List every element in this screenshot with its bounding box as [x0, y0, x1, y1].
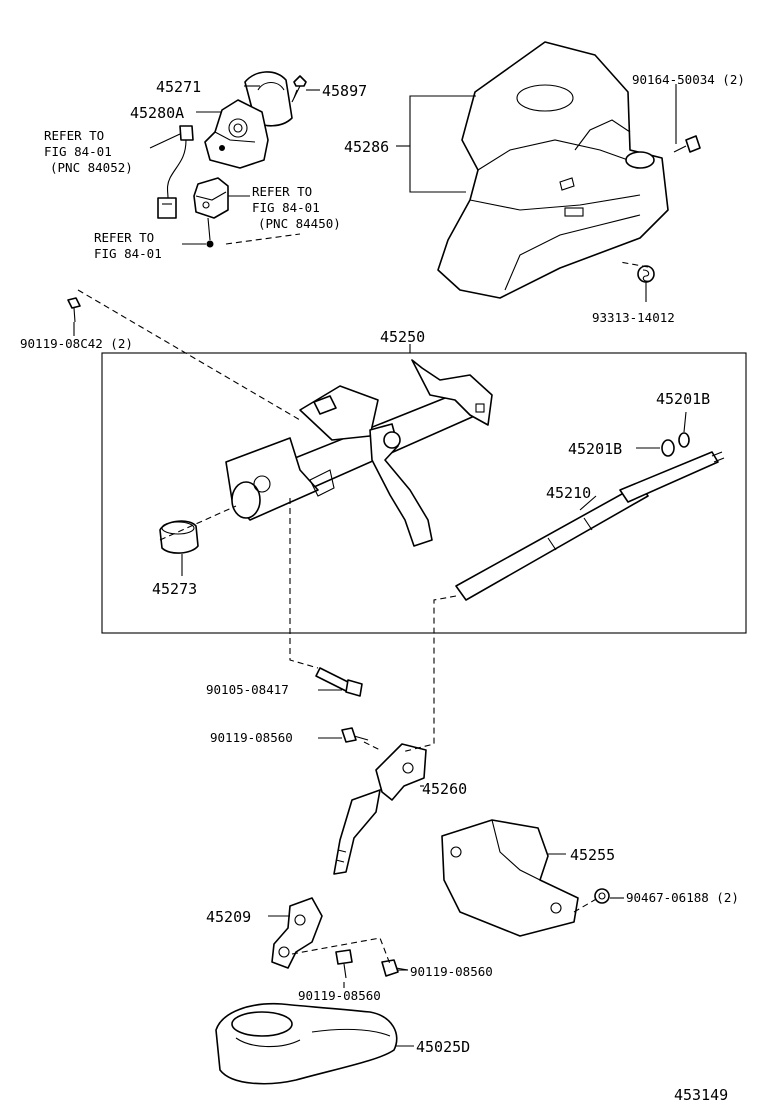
label-45255: 45255: [570, 846, 615, 864]
label-45250: 45250: [380, 328, 425, 346]
label-90119-08560-lower-left: 90119-08560: [298, 988, 381, 1003]
ignition-switch-wire-connector: [157, 125, 194, 219]
label-45025D: 45025D: [416, 1038, 470, 1056]
label-90105-08417: 90105-08417: [206, 682, 289, 697]
column-hole-cover-45255: [441, 819, 579, 937]
bolt-90105-08417: [315, 667, 363, 697]
ignition-lock-housing-45280A: [204, 99, 269, 169]
ignition-switch-84450: [193, 177, 229, 248]
label-45260: 45260: [422, 780, 467, 798]
universal-joint-45209: [271, 897, 323, 969]
label-90119-08C42: 90119-08C42 (2): [20, 336, 133, 351]
label-45897: 45897: [322, 82, 367, 100]
steering-boot-45025D: [215, 1002, 398, 1085]
part-labels: 45271 45897 45280A REFER TO FIG 84-01 (P…: [20, 72, 745, 1104]
bushing-45273: [159, 520, 199, 554]
label-45201B-upper: 45201B: [656, 390, 710, 408]
figure-number: 453149: [674, 1086, 728, 1104]
label-45286: 45286: [344, 138, 389, 156]
bolt-90119-08C42: [67, 297, 81, 323]
ref2-line2: FIG 84-01: [252, 200, 320, 215]
label-45280A: 45280A: [130, 104, 184, 122]
clip-93313-14012: [637, 265, 655, 283]
bolt-90119-08560-lower-left: [335, 949, 353, 979]
screw-90164-50034: [673, 135, 701, 153]
bolt-90119-08560-lower-right: [381, 959, 409, 977]
label-45201B-lower: 45201B: [568, 440, 622, 458]
steering-column-tube-45250: [225, 359, 493, 547]
label-45209: 45209: [206, 908, 251, 926]
dashed-assembly-lines: [77, 233, 649, 965]
washer-45201B-lower: [661, 439, 675, 457]
main-shaft-45210: [455, 451, 725, 601]
label-45273: 45273: [152, 580, 197, 598]
label-45210: 45210: [546, 484, 591, 502]
label-90119-08560-lower-right: 90119-08560: [410, 964, 493, 979]
ref3-line1: REFER TO: [94, 230, 154, 245]
screw-45897: [291, 75, 307, 103]
label-93313-14012: 93313-14012: [592, 310, 675, 325]
ref3-line2: FIG 84-01: [94, 246, 162, 261]
ref1-line2: FIG 84-01: [44, 144, 112, 159]
label-90119-08560-upper: 90119-08560: [210, 730, 293, 745]
washer-45201B-upper: [678, 432, 690, 448]
leader-lines: [73, 84, 687, 1047]
ref2-line3: (PNC 84450): [258, 216, 341, 231]
intermediate-shaft-45260: [333, 743, 427, 875]
column-cover-45286: [437, 41, 669, 299]
ref1-line3: (PNC 84052): [50, 160, 133, 175]
label-90467-06188: 90467-06188 (2): [626, 890, 739, 905]
ref1-line1: REFER TO: [44, 128, 104, 143]
column-assembly-45250-box: [101, 352, 747, 634]
label-90164-50034: 90164-50034 (2): [632, 72, 745, 87]
label-45271: 45271: [156, 78, 201, 96]
clip-90467-06188: [594, 888, 610, 904]
bolt-90119-08560-upper: [341, 727, 369, 743]
ref2-line1: REFER TO: [252, 184, 312, 199]
